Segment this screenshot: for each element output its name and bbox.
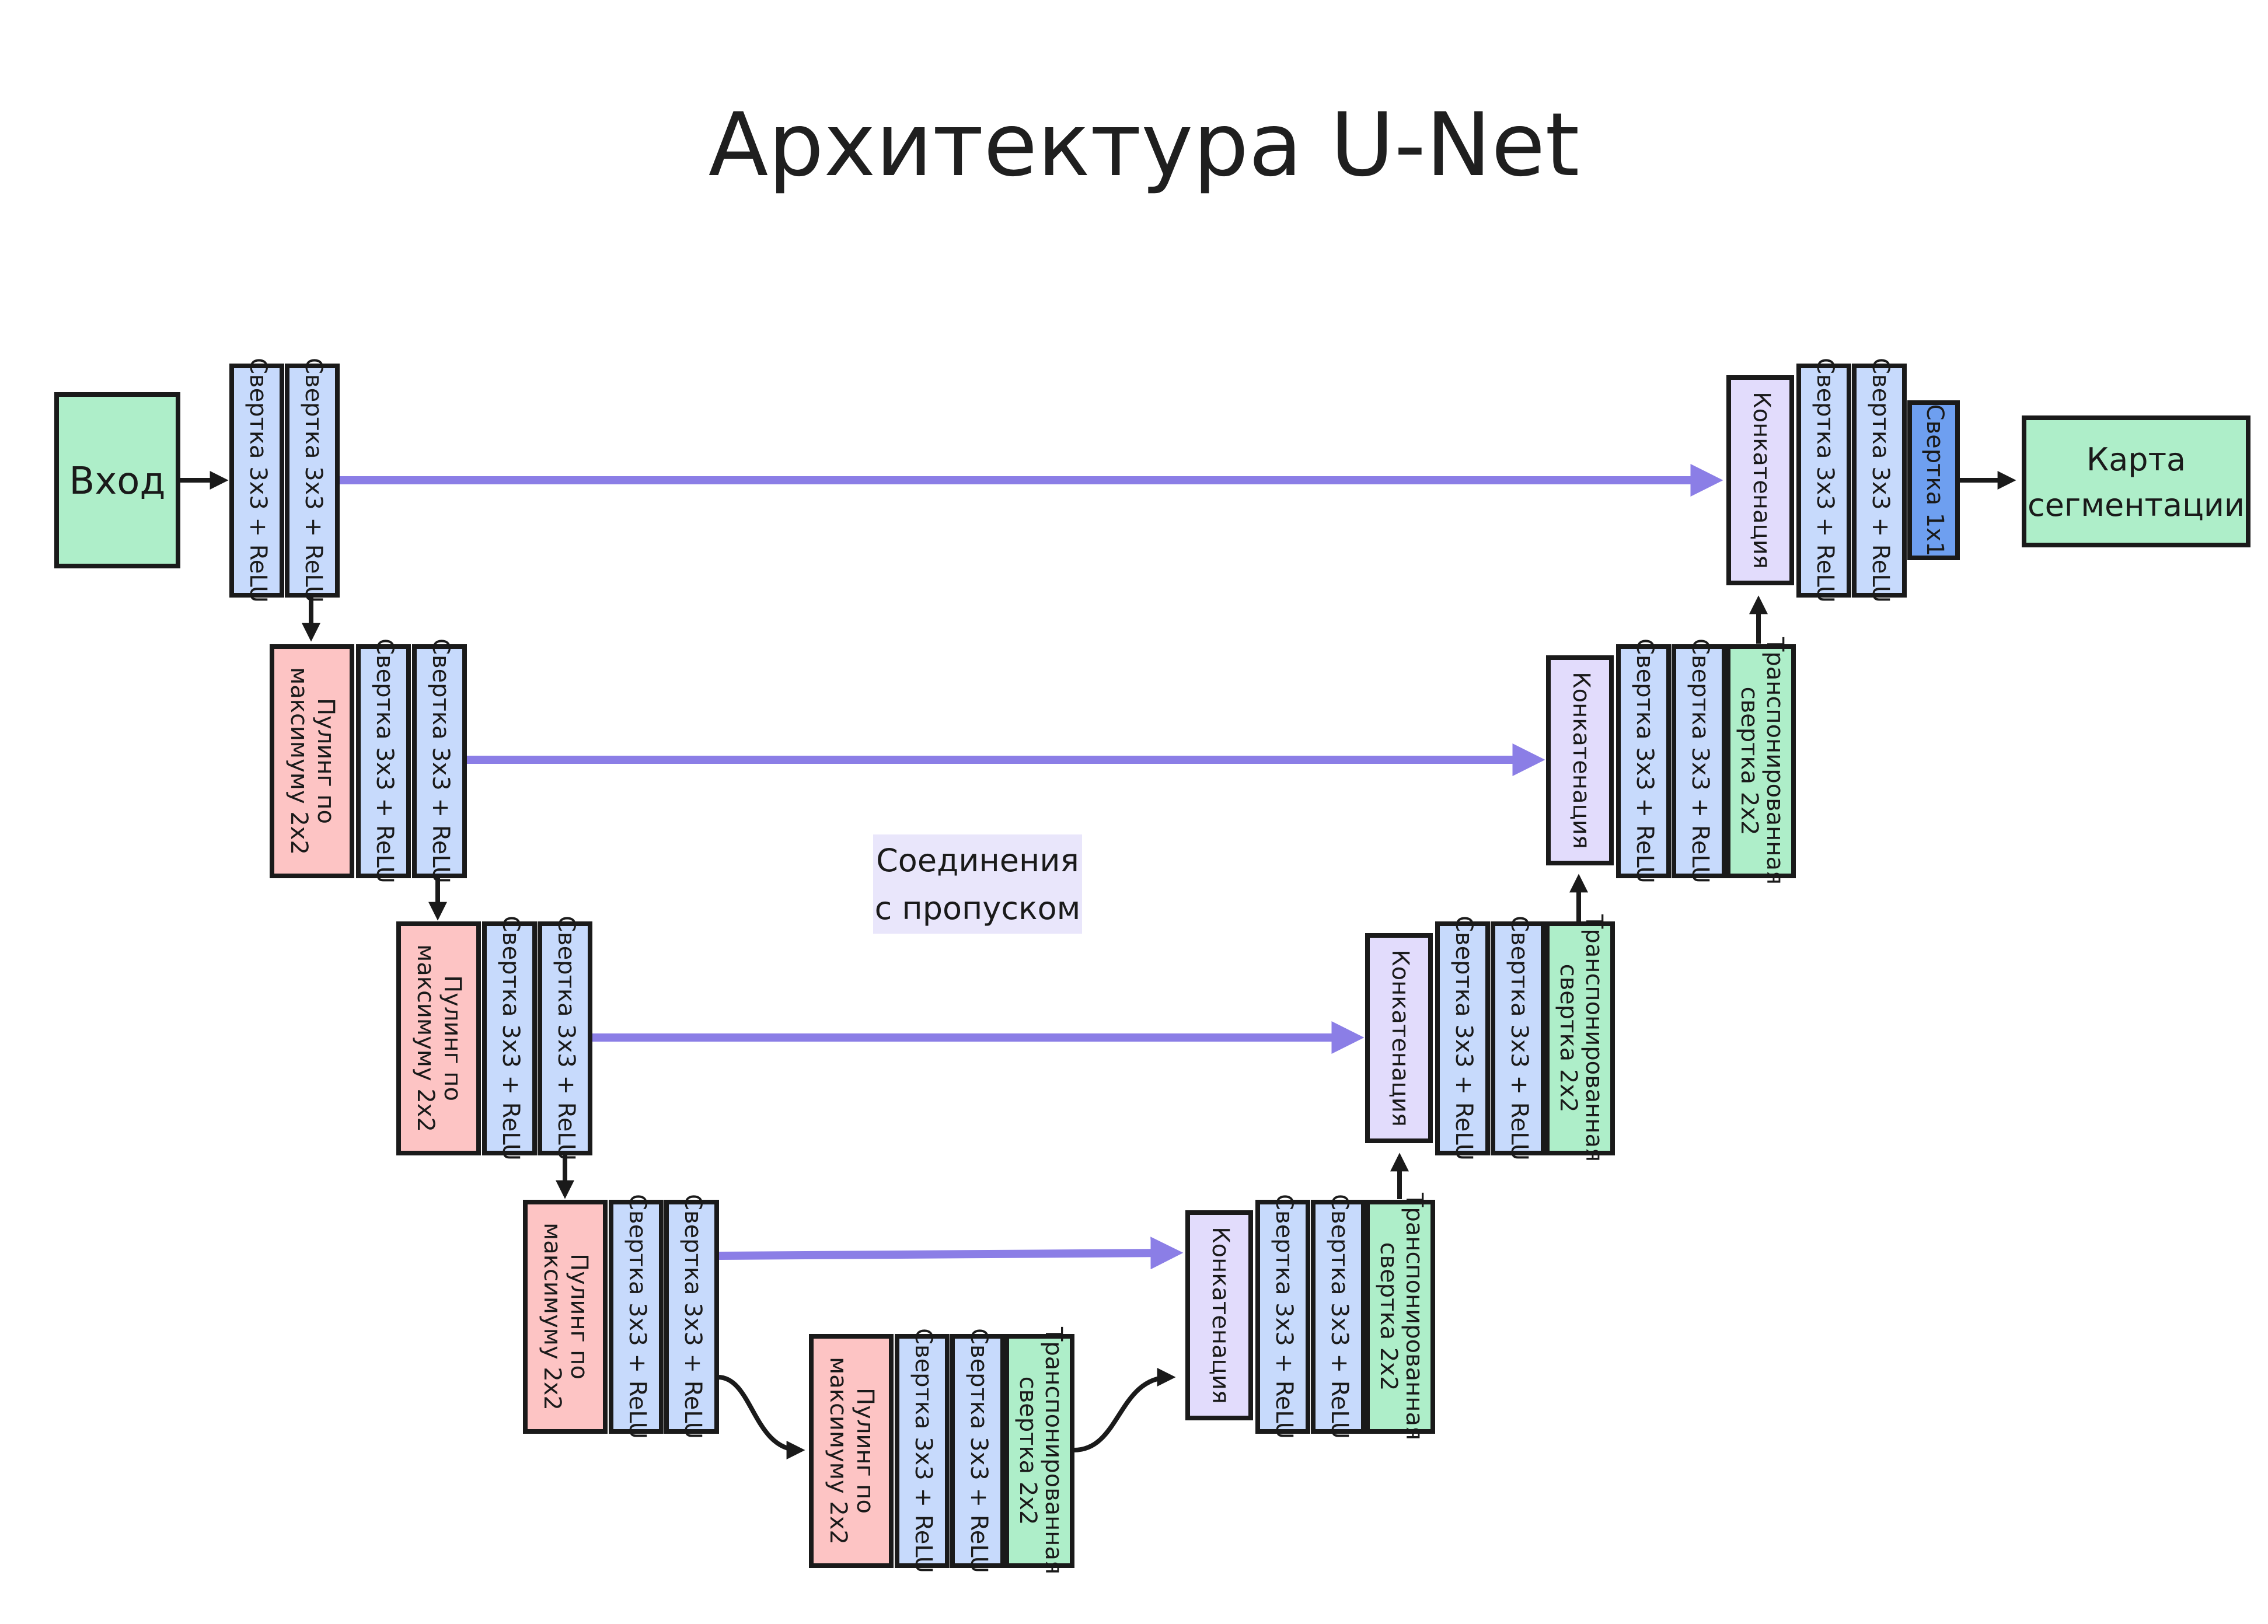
concat-block: [1185, 1210, 1253, 1420]
maxpool-label-line1: Пулинг по: [312, 698, 339, 824]
conv3x3-block: [1491, 921, 1545, 1155]
conv3x3-block: [1311, 1200, 1366, 1434]
concat-block: [1365, 933, 1433, 1143]
conv3x3-label: Свертка 3x3 + ReLU: [427, 638, 454, 883]
transposed-conv-block: [1365, 1200, 1435, 1434]
skip-connections: [334, 464, 1723, 1270]
transposed-conv-block: [1004, 1334, 1074, 1568]
encoder-level-1: Свертка 3x3 + ReLU Свертка 3x3 + ReLU: [229, 358, 340, 603]
conv3x3-label: Свертка 3x3 + ReLU: [1450, 916, 1477, 1161]
input-box: [54, 392, 180, 568]
concat-block: [1546, 655, 1614, 865]
transposed-conv-label-line1: Транспонированная: [1401, 1192, 1428, 1440]
conv3x3-block: [482, 921, 537, 1155]
conv3x3-label: Свертка 3x3 + ReLU: [965, 1328, 992, 1573]
conv3x3-block: [895, 1334, 950, 1568]
maxpool-label-line2: максимуму 2x2: [285, 667, 312, 855]
conv3x3-block: [950, 1334, 1005, 1568]
flow-arrow-bottleneck-to-dec4: [1073, 1368, 1176, 1452]
conv3x3-label: Свертка 3x3 + ReLU: [371, 638, 398, 883]
conv1x1-block: [1907, 400, 1960, 560]
decoder-level-1: Конкатенация Свертка 3x3 + ReLU Свертка …: [1726, 358, 1960, 603]
conv3x3-block: [285, 364, 340, 598]
transposed-conv-label-line1: Транспонированная: [1580, 914, 1607, 1162]
encoder-level-3: Пулинг по максимуму 2x2 Свертка 3x3 + Re…: [396, 916, 592, 1161]
concat-block: [1726, 375, 1794, 585]
maxpool-label-line2: максимуму 2x2: [539, 1223, 566, 1410]
maxpool-label-line1: Пулинг по: [566, 1253, 592, 1379]
maxpool-label-line2: максимуму 2x2: [412, 944, 439, 1132]
encoder-level-4: Пулинг по максимуму 2x2 Свертка 3x3 + Re…: [523, 1194, 719, 1439]
maxpool-label-line1: Пулинг по: [439, 975, 466, 1101]
input-label: Вход: [69, 460, 165, 503]
skip-arrow-level4: [714, 1237, 1184, 1270]
conv3x3-label: Свертка 3x3 + ReLU: [553, 916, 580, 1161]
concat-label: Конкатенация: [1387, 949, 1414, 1127]
decoder-level-2: Конкатенация Свертка 3x3 + ReLU Свертка …: [1546, 637, 1796, 885]
concat-label: Конкатенация: [1207, 1227, 1234, 1404]
conv3x3-block: [664, 1200, 719, 1434]
conv3x3-block: [538, 921, 592, 1155]
diagram-title: Архитектура U-Net: [709, 95, 1580, 196]
skip-label-background: [873, 834, 1082, 934]
decoder-level-4: Конкатенация Свертка 3x3 + ReLU Свертка …: [1185, 1192, 1435, 1440]
conv3x3-label: Свертка 3x3 + ReLU: [1271, 1194, 1297, 1439]
conv3x3-block: [1255, 1200, 1310, 1434]
maxpool-label-line1: Пулинг по: [852, 1388, 878, 1514]
maxpool-block: [270, 644, 354, 878]
decoder-level-3: Конкатенация Свертка 3x3 + ReLU Свертка …: [1365, 914, 1615, 1162]
bottleneck: Пулинг по максимуму 2x2 Свертка 3x3 + Re…: [809, 1326, 1074, 1574]
output-box: [2022, 415, 2250, 547]
conv3x3-label: Свертка 3x3 + ReLU: [910, 1328, 937, 1573]
maxpool-block: [523, 1200, 608, 1434]
conv3x3-block: [229, 364, 284, 598]
concat-label: Конкатенация: [1748, 392, 1775, 569]
conv3x3-block: [1616, 644, 1671, 878]
transposed-conv-label-line2: свертка 2x2: [1555, 964, 1582, 1113]
conv3x3-label: Свертка 3x3 + ReLU: [1687, 638, 1714, 883]
transposed-conv-label-line2: свертка 2x2: [1014, 1377, 1041, 1525]
transposed-conv-label-line1: Транспонированная: [1040, 1326, 1067, 1574]
conv3x3-label: Свертка 3x3 + ReLU: [1506, 916, 1533, 1161]
conv3x3-block: [1672, 644, 1726, 878]
conv3x3-block: [1435, 921, 1490, 1155]
output-label-line1: Карта: [2086, 441, 2186, 478]
input-node: Вход: [54, 392, 180, 568]
transposed-conv-label-line2: свертка 2x2: [1736, 687, 1763, 836]
transposed-conv-label-line2: свертка 2x2: [1375, 1242, 1402, 1391]
conv3x3-block: [356, 644, 411, 878]
flow-arrows: [178, 471, 2016, 1459]
output-node: Карта сегментации: [2022, 415, 2250, 547]
flow-arrow-enc4-to-bottleneck: [717, 1375, 805, 1459]
concat-label: Конкатенация: [1568, 672, 1594, 849]
conv3x3-block: [1852, 364, 1907, 598]
transposed-conv-block: [1726, 644, 1796, 878]
maxpool-block: [809, 1334, 894, 1568]
conv3x3-label: Свертка 3x3 + ReLU: [245, 358, 271, 603]
transposed-conv-label-line1: Транспонированная: [1761, 637, 1788, 885]
maxpool-label-line2: максимуму 2x2: [825, 1357, 852, 1545]
conv1x1-label: Свертка 1x1: [1921, 404, 1948, 557]
conv3x3-label: Свертка 3x3 + ReLU: [1867, 358, 1894, 603]
conv3x3-label: Свертка 3x3 + ReLU: [497, 916, 524, 1161]
conv3x3-label: Свертка 3x3 + ReLU: [300, 358, 327, 603]
conv3x3-label: Свертка 3x3 + ReLU: [1326, 1194, 1353, 1439]
encoder-level-2: Пулинг по максимуму 2x2 Свертка 3x3 + Re…: [270, 638, 467, 883]
conv3x3-block: [412, 644, 467, 878]
conv3x3-block: [609, 1200, 664, 1434]
conv3x3-label: Свертка 3x3 + ReLU: [624, 1194, 651, 1439]
maxpool-block: [396, 921, 481, 1155]
conv3x3-label: Свертка 3x3 + ReLU: [1631, 638, 1658, 883]
conv3x3-label: Свертка 3x3 + ReLU: [679, 1194, 706, 1439]
conv3x3-label: Свертка 3x3 + ReLU: [1812, 358, 1838, 603]
skip-label-line2: с пропуском: [875, 890, 1081, 927]
skip-label-line1: Соединения: [876, 842, 1079, 879]
transposed-conv-block: [1545, 921, 1615, 1155]
output-label-line2: сегментации: [2028, 487, 2245, 523]
conv3x3-block: [1796, 364, 1851, 598]
